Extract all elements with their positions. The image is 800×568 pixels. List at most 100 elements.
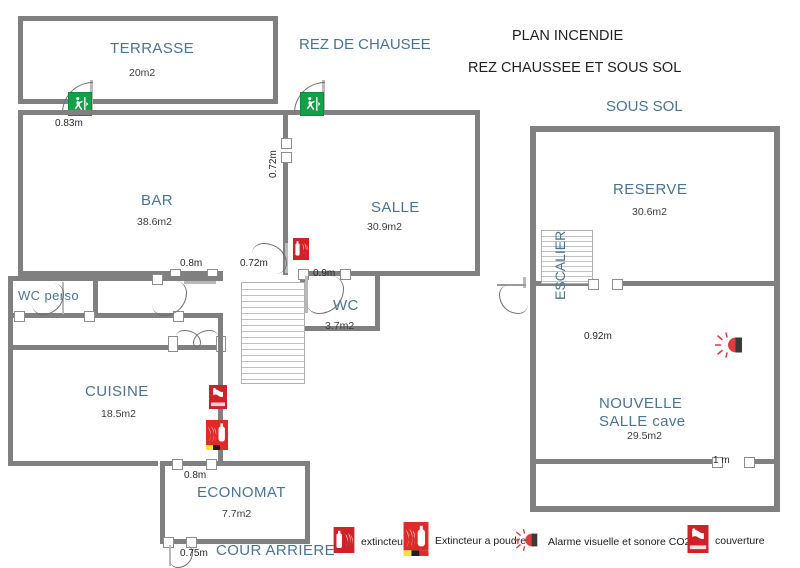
fire-blanket-icon bbox=[687, 525, 709, 556]
door-jamb-wc-b bbox=[340, 269, 351, 280]
staircase-ground bbox=[241, 282, 305, 384]
wall-economat-bottom bbox=[160, 539, 310, 544]
wall-bar-left bbox=[18, 110, 23, 275]
powder-extinguisher-icon bbox=[403, 522, 429, 559]
wall-economat-left bbox=[160, 461, 165, 544]
door-swing-bar-c bbox=[252, 243, 287, 274]
door-swing-basement bbox=[499, 285, 528, 314]
door-jamb-wcperso-b bbox=[84, 311, 95, 322]
door-leaf-basement bbox=[523, 277, 526, 288]
room-area-economat: 7.7m2 bbox=[222, 508, 252, 520]
wall-wcperso-top bbox=[8, 276, 98, 281]
fire-blanket-icon-cuisine bbox=[209, 385, 227, 414]
wall-corridor-bottom-a bbox=[98, 313, 178, 318]
door-jamb-basement-a bbox=[588, 279, 599, 290]
door-jamb-wcperso-a bbox=[14, 311, 25, 322]
legend-label-alarme: Alarme visuelle et sonore CO2 bbox=[548, 535, 691, 548]
legend-item-couverture: couverture bbox=[687, 525, 765, 556]
wall-cuisine-top bbox=[8, 345, 223, 350]
wall-bar-bottom bbox=[18, 271, 223, 276]
wall-corridor-bottom-b bbox=[160, 313, 223, 318]
legend-item-alarme: Alarme visuelle et sonore CO2 bbox=[512, 528, 690, 555]
room-area-wc: 3.7m2 bbox=[325, 320, 355, 332]
door-swing-wcperso bbox=[32, 283, 64, 315]
wall-reserve-top bbox=[530, 126, 780, 132]
door-jamb-economat-a bbox=[172, 459, 183, 470]
wall-terrasse-top bbox=[18, 16, 278, 21]
room-area-nouvelle-salle-cave: 29.5m2 bbox=[627, 430, 663, 442]
wall-cave-mid-a bbox=[536, 459, 716, 464]
legend-item-extincteur: extincteur bbox=[333, 527, 407, 556]
wall-salle-right bbox=[475, 110, 480, 275]
fire-extinguisher-icon bbox=[333, 527, 355, 556]
wall-salle-top bbox=[288, 110, 480, 115]
wall-cave-mid-b bbox=[748, 459, 774, 464]
door-jamb-cave-b bbox=[744, 457, 755, 468]
emergency-exit-icon-1 bbox=[68, 92, 92, 116]
dim-label-4: 0.9m bbox=[313, 268, 336, 279]
page-title: PLAN INCENDIE bbox=[512, 28, 624, 44]
wall-mid-upper bbox=[283, 110, 288, 138]
room-label-bar: BAR bbox=[141, 192, 174, 209]
emergency-exit-icon-2 bbox=[300, 92, 324, 116]
wall-cuisine-bottom bbox=[8, 461, 158, 466]
door-jamb-mid-bottom bbox=[281, 152, 292, 163]
door-jamb-wc-a bbox=[298, 269, 309, 280]
room-label-salle-cave: SALLE cave bbox=[599, 413, 686, 430]
wall-mid-lower bbox=[283, 160, 288, 275]
room-area-terrasse: 20m2 bbox=[129, 67, 156, 79]
wall-economat-top bbox=[160, 461, 310, 466]
wall-terrasse-bottom bbox=[18, 99, 278, 104]
dim-label-7: 0.92m bbox=[584, 331, 612, 342]
wall-wc-right bbox=[375, 271, 380, 331]
room-label-economat: ECONOMAT bbox=[197, 484, 286, 501]
wall-wcperso-bottom bbox=[8, 313, 98, 318]
room-area-cuisine: 18.5m2 bbox=[101, 408, 137, 420]
room-label-escalier: ESCALIER bbox=[552, 230, 568, 300]
door-jamb-economat-b bbox=[206, 459, 217, 470]
wall-wcperso-right bbox=[93, 276, 98, 318]
legend-label-extincteur-poudre: Extincteur a poudre bbox=[435, 534, 527, 547]
floor-label-basement: SOUS SOL bbox=[606, 98, 683, 115]
wall-wc-bottom bbox=[300, 326, 380, 331]
wall-bar-top bbox=[18, 110, 288, 115]
legend-item-extincteur-poudre: Extincteur a poudre bbox=[403, 522, 526, 559]
wall-economat-right bbox=[305, 461, 310, 544]
staircase-basement bbox=[541, 230, 593, 284]
door-swing-double-b bbox=[193, 330, 218, 349]
floor-label-ground: REZ DE CHAUSEE bbox=[299, 36, 431, 53]
page-subtitle: REZ CHAUSSEE ET SOUS SOL bbox=[468, 60, 682, 76]
dim-label-6: 0.75m bbox=[180, 548, 208, 559]
room-area-reserve: 30.6m2 bbox=[632, 206, 668, 218]
door-jamb-cour-a bbox=[163, 537, 174, 548]
alarm-beacon-icon bbox=[512, 528, 542, 555]
room-label-nouvelle: NOUVELLE bbox=[599, 395, 683, 412]
room-area-salle: 30.9m2 bbox=[367, 221, 403, 233]
room-label-cuisine: CUISINE bbox=[85, 383, 149, 400]
fire-extinguisher-icon-salle bbox=[293, 238, 309, 265]
door-jamb-basement-b bbox=[612, 279, 623, 290]
alarm-beacon-icon-cave bbox=[714, 331, 746, 364]
powder-extinguisher-icon-cuisine bbox=[206, 420, 228, 455]
door-leaf-corridor bbox=[184, 281, 216, 284]
legend-label-extincteur: extincteur bbox=[361, 535, 407, 548]
room-area-bar: 38.6m2 bbox=[137, 216, 173, 228]
dim-label-8: 1 m bbox=[713, 455, 730, 466]
wall-basement-right bbox=[774, 126, 780, 511]
wall-reserve-left bbox=[530, 126, 536, 286]
wall-terrasse-right bbox=[273, 16, 278, 104]
door-jamb-cave-a bbox=[712, 457, 723, 468]
room-label-reserve: RESERVE bbox=[613, 181, 688, 198]
wall-cave-bottom bbox=[530, 506, 780, 512]
room-label-terrasse: TERRASSE bbox=[110, 40, 195, 57]
door-jamb-mid-top bbox=[281, 138, 292, 149]
door-leaf-bar-c bbox=[285, 243, 288, 273]
wall-terrasse-left bbox=[18, 16, 23, 104]
dim-label-5: 0.8m bbox=[184, 470, 207, 481]
wall-cave-left bbox=[530, 286, 536, 511]
wall-salle-bottom bbox=[300, 271, 480, 276]
wall-reserve-bottom-b bbox=[620, 281, 780, 286]
room-label-cour-arriere: COUR ARRIERE bbox=[216, 542, 335, 559]
door-jamb-corridor-b bbox=[173, 311, 184, 322]
